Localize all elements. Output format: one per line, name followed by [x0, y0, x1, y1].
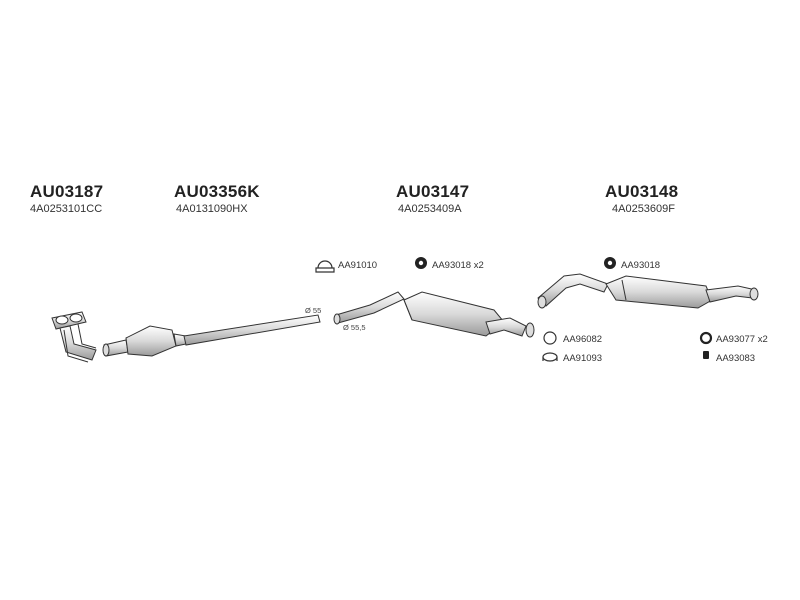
label-hanger-mid: AA93018 x2 [432, 260, 484, 271]
label-ring-rear: AA93077 x2 [716, 334, 768, 345]
ring-rear-icon [699, 331, 713, 345]
part-number-rear-silencer: AU03148 [605, 182, 679, 201]
hanger-rear-icon [604, 257, 616, 269]
hanger-mid-icon [415, 257, 427, 269]
oem-number-rear-silencer: 4A0253609F [612, 203, 675, 215]
ring-mid-icon [543, 331, 557, 345]
oem-number-middle-silencer: 4A0253409A [398, 203, 462, 215]
label-ring-mid: AA96082 [563, 334, 603, 345]
rubber-rear-icon [703, 351, 709, 359]
front-pipe-drawing [51, 311, 97, 363]
clamp-mid-icon [542, 352, 558, 362]
catalytic-converter-drawing [102, 314, 321, 357]
label-hanger-rear: AA93018 [621, 260, 661, 271]
middle-silencer-drawing [333, 291, 535, 338]
clamp-front-icon [315, 260, 335, 273]
oem-number-catalytic-converter: 4A0131090HX [176, 203, 248, 215]
label-clamp-mid: AA91093 [563, 353, 603, 364]
oem-number-front-pipe: 4A0253101CC [30, 203, 103, 215]
diameter-label-55: Ø 55 [305, 306, 322, 315]
diameter-label-55-5: Ø 55,5 [343, 323, 366, 332]
label-rubber-rear: AA93083 [716, 353, 756, 364]
rear-silencer-drawing [537, 273, 759, 309]
part-number-catalytic-converter: AU03356K [174, 182, 260, 201]
part-number-front-pipe: AU03187 [30, 182, 104, 201]
part-number-middle-silencer: AU03147 [396, 182, 470, 201]
label-clamp-front: AA91010 [338, 260, 378, 271]
